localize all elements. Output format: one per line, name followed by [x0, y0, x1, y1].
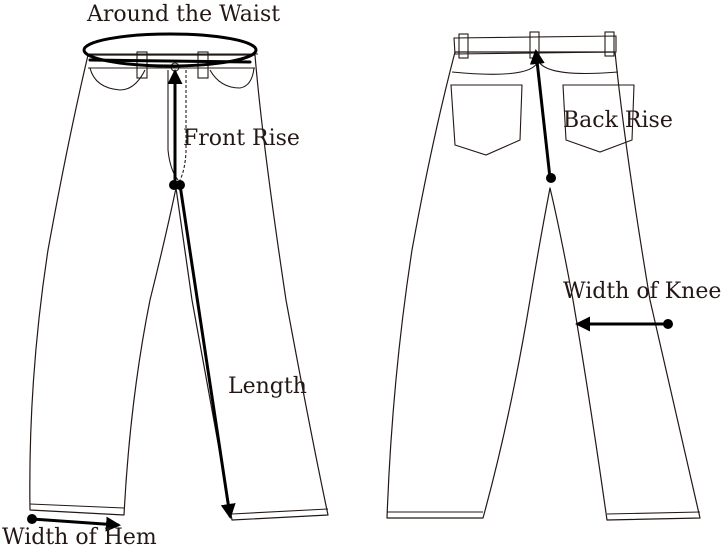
label-front-rise: Front Rise	[183, 126, 300, 151]
label-length: Length	[228, 374, 307, 399]
back-belt-loop-right	[604, 31, 615, 57]
front-pocket-left	[89, 67, 146, 91]
hem-measure	[30, 516, 121, 532]
front-fly-stitch	[179, 70, 187, 181]
back-rise-dot	[546, 173, 556, 183]
front-hem-left	[29, 503, 125, 509]
waist-measure-ellipse	[82, 32, 258, 68]
hem-dot	[27, 514, 37, 524]
back-waistband	[453, 35, 617, 55]
front-pocket-right	[209, 67, 255, 89]
back-pants-outline	[386, 51, 701, 521]
front-pants-view	[27, 32, 329, 532]
front-hem-right	[231, 508, 329, 515]
label-back-rise: Back Rise	[563, 108, 673, 133]
back-pants-view	[386, 31, 701, 521]
back-hem-right	[606, 511, 701, 515]
length-dot	[175, 180, 185, 190]
label-around-the-waist: Around the Waist	[87, 2, 281, 27]
label-width-of-hem: Width of Hem	[2, 525, 157, 550]
label-width-of-knee: Width of Knee	[563, 279, 722, 304]
knee-dot	[663, 319, 673, 329]
back-pocket-left	[450, 84, 523, 156]
back-pocket-right	[562, 84, 635, 153]
front-pants-outline	[29, 54, 329, 521]
waist-measure-line	[88, 58, 252, 64]
back-rise-measure	[529, 49, 552, 180]
back-belt-loop-left	[458, 33, 469, 59]
length-measure	[178, 183, 236, 519]
